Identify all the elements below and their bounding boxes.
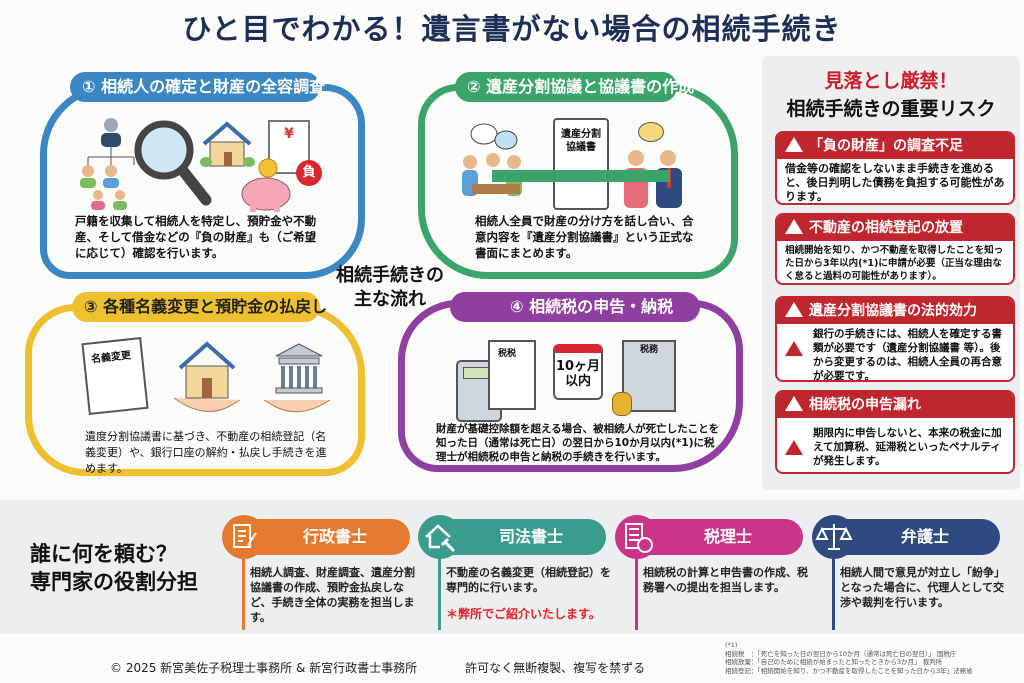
risk-card-title: 不動産の相続登記の放置 — [809, 220, 963, 236]
risk-card-title: 相続税の申告漏れ — [809, 397, 921, 413]
bank-in-hands-icon — [262, 338, 332, 418]
risk-card-header: 「負の財産」の調査不足 — [777, 133, 1013, 159]
copy-notice: 許可なく無断複製、複写を禁ずる — [465, 661, 646, 675]
magnifier-icon — [132, 118, 212, 213]
role-description: 不動産の名義変更（相続登記）を専門的に行います。 — [446, 566, 611, 594]
role-description: 相続人調査、財産調査、遺産分割協議書の作成、預貯金払戻しなど、手続き全体の実務を… — [250, 566, 415, 624]
step3-heading: ③ 各種名義変更と預貯金の払戻し — [72, 292, 327, 322]
role-description: 相続税の計算と申告書の作成、税務署への提出を担当します。 — [643, 566, 808, 594]
debt-badge: 負 — [296, 160, 322, 186]
risk-card: 不動産の相続登記の放置 相続開始を知り、かつ不動産を取得したことを知った日から3… — [775, 213, 1015, 285]
warning-icon — [785, 137, 803, 152]
footnote: (*1) — [725, 641, 738, 649]
risk-card-header: 不動産の相続登記の放置 — [777, 215, 1013, 241]
step2-description: 相続人全員で財産の分け方を話し合い、合意内容を『遺産分割協議書』という正式な書面… — [475, 214, 694, 260]
coins-icon — [612, 392, 632, 416]
role-line — [438, 555, 441, 630]
risk-card-text: 期限内に申告しないと、本来の税金に加えて加算税、延滞税といったペナルティが発生し… — [813, 427, 1002, 467]
warning-icon — [785, 396, 803, 411]
warning-icon — [785, 341, 803, 356]
copyright: © 2025 新宮美佐子税理士事務所 & 新宮行政書士事務所 — [110, 661, 418, 675]
roles-title-line1: 誰に何を頼む？ — [30, 542, 177, 566]
agreement-scroll-icon: 遺産分割協議書 — [553, 118, 609, 210]
flow-label: 相続手続きの主な流れ — [330, 264, 450, 312]
warning-icon — [785, 302, 803, 317]
risk-card-text: 銀行の手続きには、相続人を確定する書類が必要です（遺産分割協議書 等）。後から変… — [813, 328, 1002, 382]
risk-card-text: 借金等の確認をしないまま手続きを進めると、後日判明した債務を負担する可能性があり… — [785, 162, 1005, 203]
risk-card: 相続税の申告漏れ 期限内に申告しないと、本来の税金に加えて加算税、延滞税といった… — [775, 390, 1015, 474]
roles-title: 誰に何を頼む？ 専門家の役割分担 — [30, 540, 198, 596]
roles-title-line2: 専門家の役割分担 — [30, 570, 198, 594]
role-line — [832, 555, 835, 630]
step1-heading: ① 相続人の確定と財産の全容調査 — [70, 72, 325, 102]
role-line — [635, 555, 638, 630]
house-in-hands-icon — [172, 338, 242, 418]
risk-card: 「負の財産」の調査不足 借金等の確認をしないまま手続きを進めると、後日判明した債… — [775, 131, 1015, 205]
footnote: 相続税 ：「死亡を知った日の翌日から10か月（通常は死亡日の翌日）」 国税庁 — [725, 649, 957, 658]
step4-description: 財産が基礎控除額を超える場合、被相続人が死亡したことを知った日（通常は死亡日）の… — [436, 423, 720, 463]
risk-card: 遺産分割協議書の法的効力 銀行の手続きには、相続人を確定する書類が必要です（遺産… — [775, 296, 1015, 382]
risk-card-text: 相続開始を知り、かつ不動産を取得したことを知った日から3年以内(*1)に申請が必… — [785, 245, 1004, 282]
piggy-bank-icon — [238, 158, 296, 213]
meeting-people-icon — [458, 122, 553, 207]
footnote: 相続登記：「相続開始を知り、かつ不動産を取得したことを知った日から3年」法務省 — [725, 666, 973, 675]
house-gavel-icon — [418, 515, 462, 559]
highlight-bar — [492, 170, 670, 182]
family-tree-icon — [78, 115, 148, 210]
risk-warning-heading: 見落とし厳禁！ — [824, 70, 958, 92]
tax-form-icon: 税税 — [488, 340, 536, 410]
role-description: 相続人間で意見が対立し「紛争」となった場合に、代理人として交渉や裁判を行います。 — [840, 566, 1005, 609]
house-icon — [200, 120, 255, 168]
document-pen-icon — [222, 515, 266, 559]
footnote: 相続放棄：「自己のために相続が始まったと知ったときから3か月」 裁判所 — [725, 658, 943, 666]
step1-description: 戸籍を収集して相続人を特定し、預貯金や不動産、そして借金などの『負の財産』も（ご… — [75, 214, 317, 260]
warning-icon — [785, 219, 803, 234]
risk-card-header: 遺産分割協議書の法的効力 — [777, 298, 1013, 324]
calendar-icon: 10ヶ月以内 — [553, 344, 603, 400]
speech-bubble-icon — [638, 122, 664, 142]
footer: © 2025 新宮美佐子税理士事務所 & 新宮行政書士事務所 許可なく無断複製、複… — [110, 659, 645, 676]
step4-heading: ④ 相続税の申告・納税 — [450, 292, 700, 322]
name-change-document-icon: 名義変更 — [81, 337, 149, 415]
step2-heading: ② 遺産分割協議と協議書の作成 — [455, 72, 694, 102]
step3-description: 遺度分割協議書に基づき、不動産の相続登記（名義変更）や、銀行口座の解約・払戻し手… — [85, 430, 327, 475]
flow-label-line1: 相続手続きの — [336, 265, 444, 286]
referral-note: ＊弊所でご紹介いたします。 — [446, 607, 601, 621]
risk-panel-title: 相続手続きの重要リスク — [786, 98, 996, 120]
scales-icon — [812, 515, 856, 559]
flow-label-line2: 主な流れ — [354, 289, 426, 310]
risk-card-header: 相続税の申告漏れ — [777, 392, 1013, 418]
risk-card-title: 遺産分割協議書の法的効力 — [809, 303, 977, 319]
role-line — [242, 555, 245, 630]
footnotes: (*1) 相続税 ：「死亡を知った日の翌日から10か月（通常は死亡日の翌日）」 … — [725, 641, 973, 675]
risk-card-title: 「負の財産」の調査不足 — [809, 138, 963, 154]
page-title: ひと目でわかる！遺言書がない場合の相続手続き — [182, 12, 842, 46]
calculator-yen-icon — [615, 515, 659, 559]
warning-icon — [785, 440, 803, 455]
